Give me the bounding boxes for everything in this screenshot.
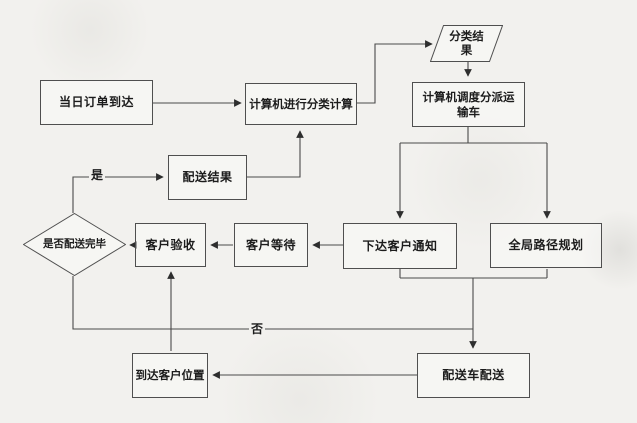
edge-label-yes: 是 bbox=[89, 166, 106, 183]
node-customer-wait: 客户等待 bbox=[234, 223, 308, 267]
edge-yes-path bbox=[73, 173, 164, 213]
classify-result-label: 分类结果 bbox=[449, 28, 484, 57]
node-classify-compute: 计算机进行分类计算 bbox=[245, 83, 357, 125]
node-dispatch-vehicles: 计算机调度分派运输车 bbox=[412, 82, 525, 127]
node-vehicle-deliver: 配送车配送 bbox=[417, 353, 530, 398]
node-arrive-customer: 到达客户位置 bbox=[132, 353, 208, 398]
node-customer-accept: 客户验收 bbox=[135, 223, 206, 267]
edge-no-path bbox=[73, 276, 473, 329]
diamond-shape bbox=[23, 213, 126, 276]
node-notify-customer: 下达客户通知 bbox=[343, 223, 457, 269]
edge-deliveryresult-to-classify bbox=[247, 130, 304, 177]
node-classify-result: 分类结果 bbox=[430, 25, 503, 62]
decision-label: 是否配送完毕 bbox=[43, 238, 106, 251]
node-global-path: 全局路径规划 bbox=[490, 223, 602, 268]
edge-classify-to-result bbox=[357, 40, 433, 103]
edge-label-no: 否 bbox=[249, 320, 266, 337]
node-order-arrival: 当日订单到达 bbox=[40, 80, 153, 125]
node-delivery-result: 配送结果 bbox=[168, 155, 247, 200]
node-delivery-done-decision: 是否配送完毕 bbox=[23, 213, 126, 276]
parallelogram-shape bbox=[430, 25, 503, 62]
